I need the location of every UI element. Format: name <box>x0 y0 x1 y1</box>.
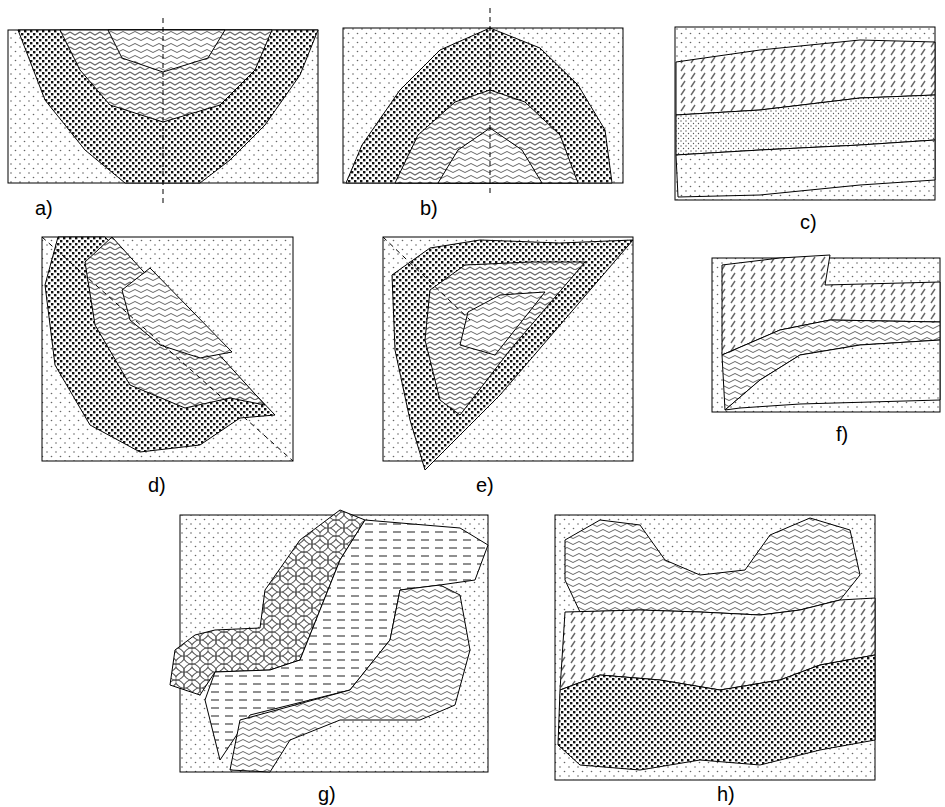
panel-label: e) <box>476 475 494 495</box>
panel-label: g) <box>318 784 336 804</box>
panel-label: h) <box>717 784 735 804</box>
panel-label: b) <box>420 198 438 218</box>
panel-label: c) <box>800 212 817 232</box>
panel-label: d) <box>148 475 166 495</box>
panel-label: f) <box>836 424 848 444</box>
panel-label: a) <box>35 198 53 218</box>
